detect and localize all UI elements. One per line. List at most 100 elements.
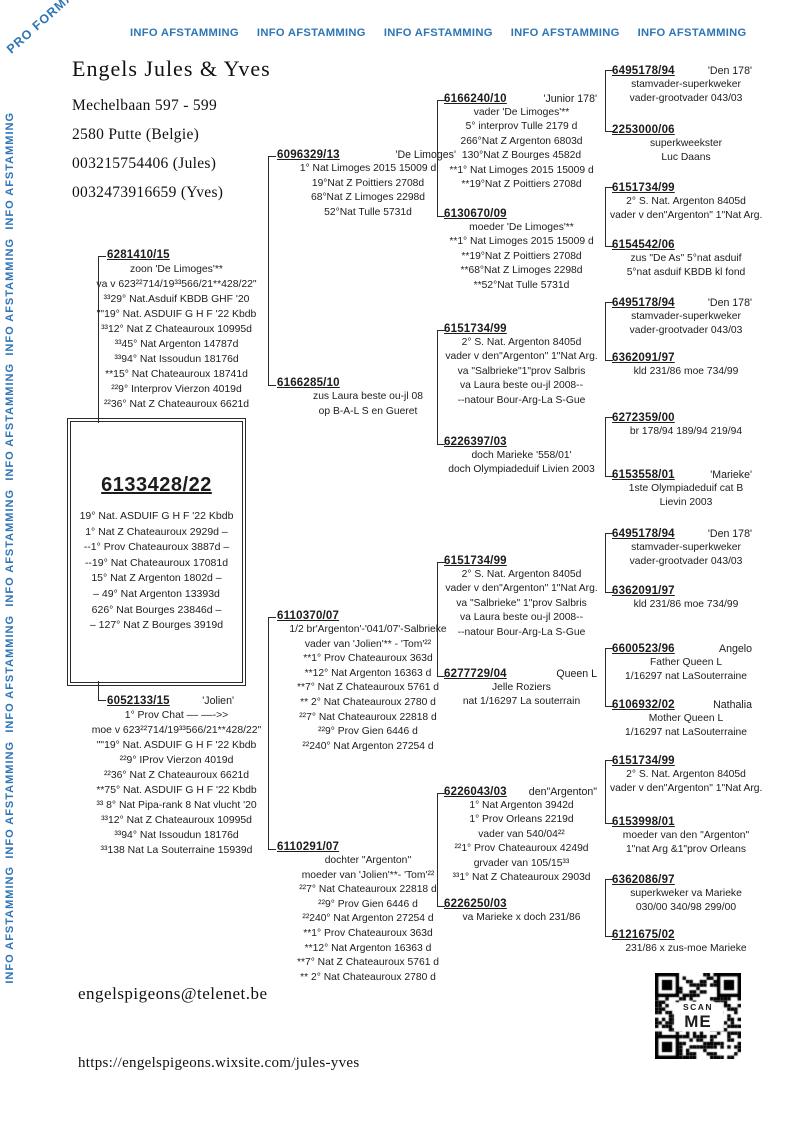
email-link[interactable]: engelspigeons@telenet.be <box>78 984 268 1003</box>
performance-line: **7° Nat Z Chateauroux 5761 d <box>296 682 440 694</box>
performance-line: – 127° Nat Z Bourges 3919d <box>89 619 224 632</box>
performance-line: zoon 'De Limoges'** <box>130 264 223 275</box>
ring-number: 6166285/10 <box>277 377 340 389</box>
performance-line: 1° Nat Argenton 3942d <box>469 800 574 811</box>
performance-line: vader v den"Argenton" 1"Nat Arg. <box>445 351 598 363</box>
connector-bracket <box>268 617 276 850</box>
performance-line: **1° Prov Chateauroux 363d <box>303 927 433 939</box>
performance-line: vader van 540/04²² <box>478 828 565 840</box>
performance-line: Jelle Roziers <box>492 682 551 693</box>
performance-line: dochter "Argenton'' <box>324 855 412 866</box>
pedigree-block-6153558-01: 6153558/01'Marieke'1ste Olympiadeduif ca… <box>610 468 762 511</box>
side-banner-item: INFO AFSTAMMING <box>4 363 16 482</box>
performance-line: op B-A-L S en Gueret <box>318 405 418 417</box>
performance-line: va "Salbrieke"1"prov Salbris <box>457 365 586 377</box>
performance-line: **12° Nat Argenton 16363 d <box>304 942 432 954</box>
connector-bracket <box>605 302 613 361</box>
performance-line: ²²36° Nat Z Chateauroux 6621d <box>103 770 250 781</box>
performance-line: 1"nat Arg &1"prov Orleans <box>625 844 747 856</box>
ring-number: 6166240/10 <box>444 93 507 105</box>
ring-number: 6106932/02 <box>612 699 675 711</box>
pigeon-name: 'Junior 178' <box>543 93 597 105</box>
performance-line: 2° S. Nat. Argenton 8405d <box>626 196 746 207</box>
performance-line: ³³ 8° Nat Pipa-rank 8 Nat vlucht '20 <box>96 800 257 811</box>
performance-line: ²²240° Nat Argenton 27254 d <box>302 740 434 752</box>
ring-number: 6110370/07 <box>277 610 340 622</box>
performance-line: va Laura beste ou-jl 2008-- <box>459 612 584 624</box>
performance-line: vader v den"Argenton" 1"Nat Arg. <box>610 210 763 222</box>
qr-scan-me-label: SCAN ME <box>680 1001 716 1031</box>
ring-number: 2253000/06 <box>612 124 675 136</box>
website-link[interactable]: https://engelspigeons.wixsite.com/jules-… <box>78 1055 360 1071</box>
performance-line: **1° Prov Chateauroux 363d <box>303 653 433 665</box>
top-banner-item: INFO AFSTAMMING <box>637 27 747 39</box>
performance-line: moeder 'De Limoges'** <box>469 222 574 233</box>
performance-line: ²²9° Prov Gien 6446 d <box>318 898 418 910</box>
performance-line: moe v 623²²714/19³³566/21**428/22" <box>91 725 262 736</box>
qr-code[interactable]: SCAN ME <box>655 973 741 1059</box>
performance-line: ²²9° Prov Gien 6446 d <box>318 726 418 738</box>
connector-bracket <box>437 562 445 677</box>
performance-line: --natour Bour-Arg-La S-Gue <box>457 626 586 638</box>
performance-line: Luc Daans <box>661 152 711 164</box>
connector-bracket <box>437 330 445 445</box>
ring-number: 6153998/01 <box>612 816 675 828</box>
ring-number: 6362086/97 <box>612 874 675 886</box>
performance-line: 1/16297 nat LaSouterraine <box>625 671 747 683</box>
owner-address-line2: 2580 Putte (Belgie) <box>72 126 200 143</box>
ring-number: 6495178/94 <box>612 297 675 309</box>
owner-phone-jules: 003215754406 (Jules) <box>72 155 217 172</box>
pedigree-block-6495178-94: 6495178/94'Den 178'stamvader-superkweker… <box>610 527 762 570</box>
performance-line: Lievin 2003 <box>659 497 713 509</box>
owner-address-line1: Mechelbaan 597 - 599 <box>72 97 218 114</box>
performance-line: va "Salbrieke" 1"prov Salbris <box>456 597 587 609</box>
owner-phone-yves: 0032473916659 (Yves) <box>72 184 224 201</box>
pigeon-name: 'Den 178' <box>707 297 752 309</box>
performance-line: 1ste Olympiadeduif cat B <box>628 483 744 494</box>
subject-pigeon-box: 6133428/22 19° Nat. ASDUIF G H F '22 Kbd… <box>67 418 246 686</box>
performance-line: stamvader-superkweker <box>631 542 741 553</box>
performance-line: ³³45° Nat Argenton 14787d <box>114 339 239 350</box>
performance-line: stamvader-superkweker <box>631 79 741 90</box>
performance-line: ** 2° Nat Chateauroux 2780 d <box>300 971 436 983</box>
performance-line: vader v den"Argenton" 1"Nat Arg. <box>610 783 763 795</box>
ring-number: 6052133/15 <box>107 695 170 707</box>
performance-line: 2° S. Nat. Argenton 8405d <box>461 337 582 348</box>
performance-line: ³³1° Nat Z Chateauroux 2903d <box>452 872 591 884</box>
performance-line: 2° S. Nat. Argenton 8405d <box>626 769 746 780</box>
pedigree-block-6495178-94: 6495178/94'Den 178'stamvader-superkweker… <box>610 64 762 107</box>
performance-line: va Laura beste ou-jl 2008-- <box>459 380 584 392</box>
ring-number: 6226043/03 <box>444 786 507 798</box>
performance-line: 5° interprov Tulle 2179 d <box>465 121 578 133</box>
performance-line: 030/00 340/98 299/00 <box>635 902 737 914</box>
performance-line: ³³29° Nat.Asduif KBDB GHF '20 <box>103 294 250 305</box>
performance-line: nat 1/16297 La souterrain <box>462 696 581 708</box>
performance-line: 626° Nat Bourges 23846d – <box>91 603 222 616</box>
performance-line: ³³12° Nat Z Chateauroux 10995d <box>101 324 252 335</box>
pedigree-block-6052133-15: 6052133/15'Jolien'1° Prov Chat –– ––->>m… <box>85 694 268 858</box>
performance-line: vader-grootvader 043/03 <box>629 93 743 105</box>
pigeon-name: 'Marieke' <box>710 469 752 481</box>
connector-bracket <box>605 760 613 824</box>
connector-bracket <box>605 70 613 132</box>
connector-bracket <box>605 533 613 593</box>
performance-line: ³³12° Nat Z Chateauroux 10995d <box>101 815 252 826</box>
performance-line: 1° Nat Limoges 2015 15009 d <box>299 163 437 174</box>
performance-line: vader 'De Limoges'** <box>473 107 570 118</box>
performance-line: superkweekster <box>649 138 723 149</box>
performance-line: **12° Nat Argenton 16363 d <box>304 667 432 679</box>
performance-line: ""19° Nat. ASDUIF G H F '22 Kbdb <box>96 309 257 320</box>
